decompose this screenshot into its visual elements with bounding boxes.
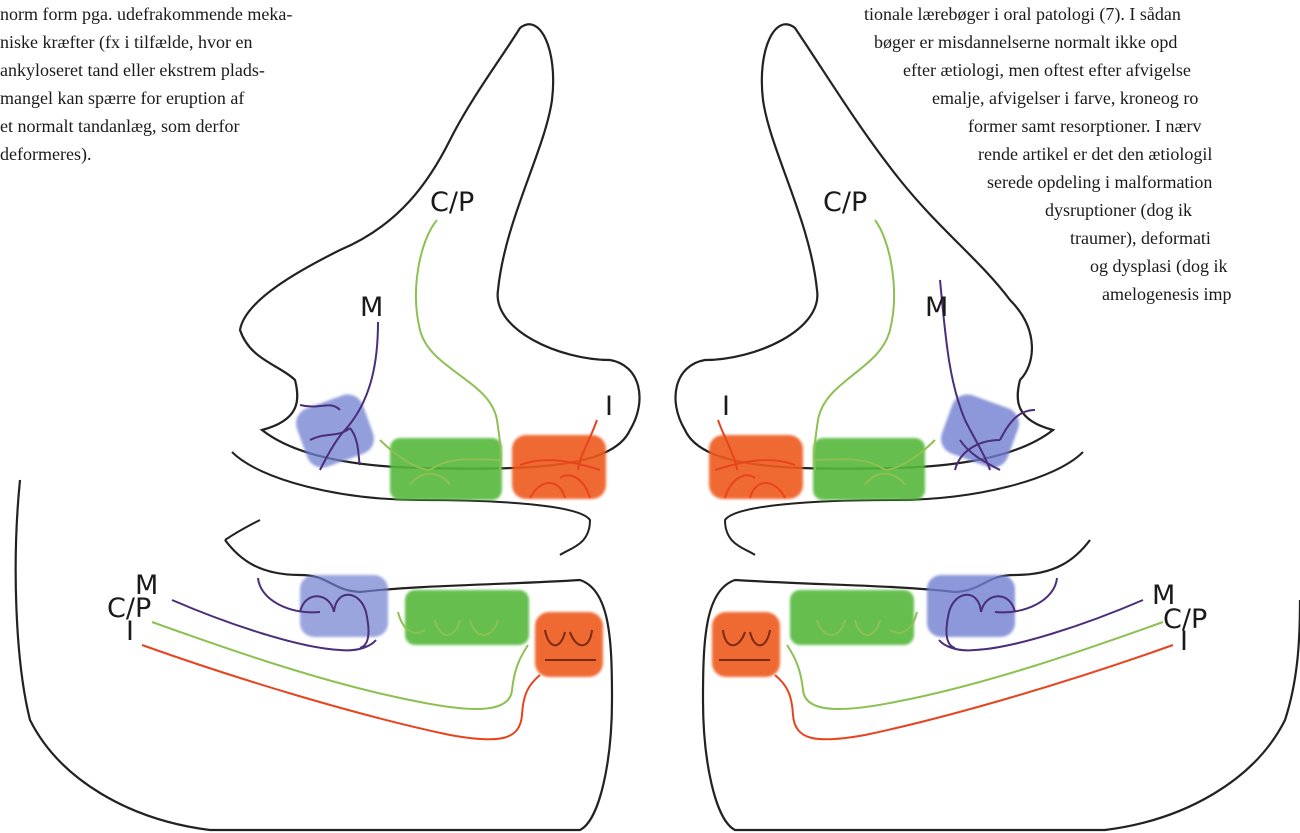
left-label-upper-i: I (605, 391, 613, 422)
right-upper-canine-patch (813, 438, 925, 500)
text-line: dysruptioner (dog ik (1045, 196, 1192, 224)
right-label-lower-i: I (1180, 626, 1188, 657)
right-lower-incisor-patch (712, 612, 780, 677)
text-line: serede opdeling i malformation (987, 168, 1212, 196)
left-lower-molar-patch (300, 575, 388, 637)
left-upper-outline (240, 24, 640, 468)
text-line: amelogenesis imp (1102, 280, 1231, 308)
left-lower-chin (225, 520, 260, 540)
right-label-upper-i: I (722, 391, 730, 422)
text-line: traumer), deformati (1070, 224, 1211, 252)
right-lower-molar-patch (927, 575, 1015, 637)
left-lower-canine-patch (405, 590, 529, 645)
text-line: rende artikel er det den ætiologil (978, 140, 1212, 168)
body-text-right: tionale lærebøger i oral patologi (7). I… (760, 0, 1300, 420)
left-label-upper-cp: C/P (430, 187, 474, 218)
right-lower-nerve-i (775, 645, 1173, 739)
left-lower-nerve-i (142, 645, 540, 739)
left-label-upper-m: M (360, 292, 383, 323)
left-upper-canine-patch (390, 438, 502, 500)
left-label-lower-i: I (126, 616, 134, 647)
left-upper-molar-patch (292, 390, 379, 472)
text-line: emalje, afvigelser i farve, kroneog ro (932, 84, 1198, 112)
left-jaw: C/P M I M C/P I (16, 24, 640, 830)
text-line: bøger er misdannelserne normalt ikke opd (874, 28, 1177, 56)
text-line: og dysplasi (dog ik (1090, 252, 1228, 280)
right-lower-canine-patch (790, 590, 914, 645)
text-line: former samt resorptioner. I nærv (968, 112, 1201, 140)
left-upper-nerve-cp (416, 220, 501, 470)
text-line: efter ætiologi, men oftest efter afvigel… (903, 56, 1191, 84)
left-lower-incisor-patch (535, 612, 603, 677)
text-line: tionale lærebøger i oral patologi (7). I… (864, 0, 1181, 28)
